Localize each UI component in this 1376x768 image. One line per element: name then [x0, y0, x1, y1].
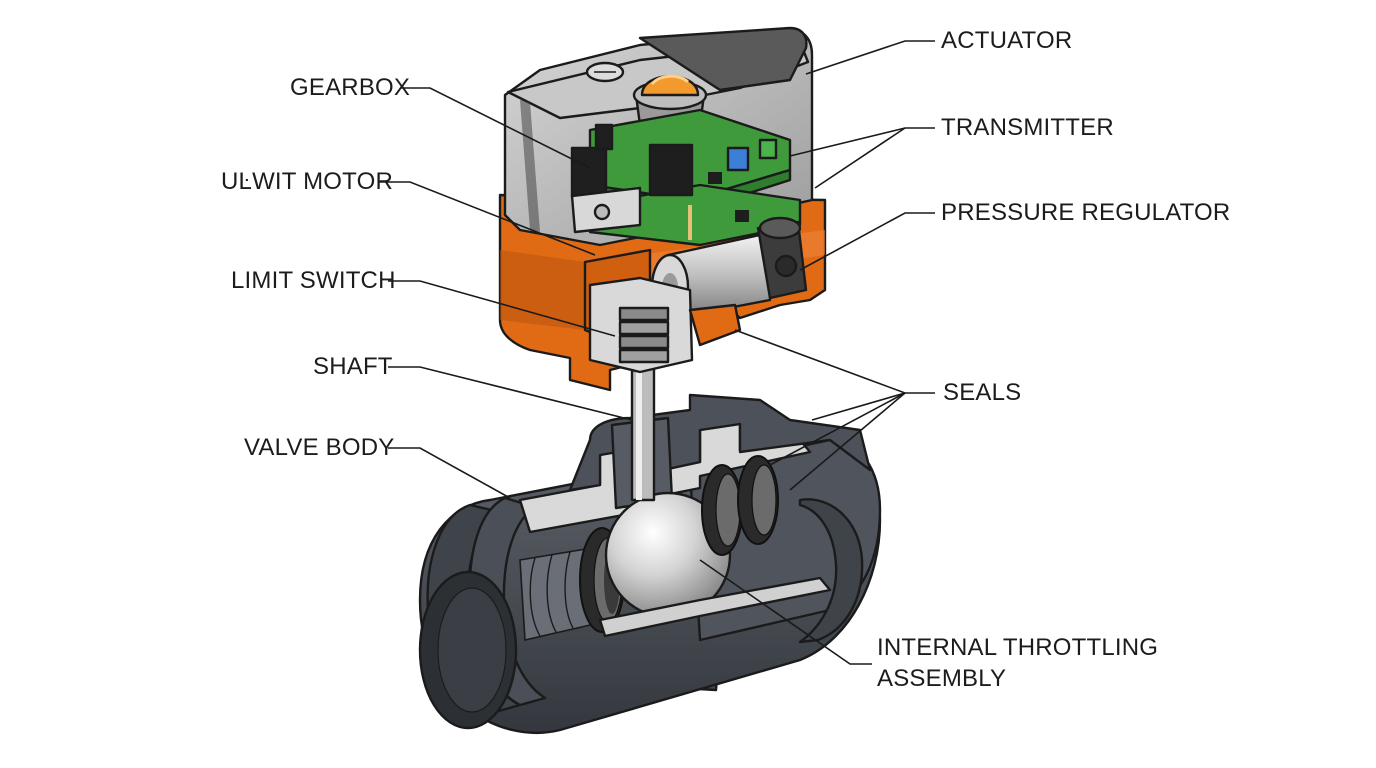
label-limit-switch: LIMIT SWITCH [231, 266, 396, 296]
label-unit-motor: UĿWIT MOTOR [221, 167, 393, 197]
label-actuator: ACTUATOR [941, 26, 1072, 56]
actuator [500, 28, 825, 390]
label-gearbox: GEARBOX [290, 73, 410, 103]
actuator-leader [806, 41, 935, 74]
label-throttling-line2: ASSEMBLY [877, 664, 1006, 694]
label-shaft: SHAFT [313, 352, 393, 382]
label-seals: SEALS [943, 378, 1021, 408]
seals-leader [735, 330, 935, 393]
label-transmitter: TRANSMITTER [941, 113, 1114, 143]
label-throttling-line1: INTERNAL THROTTLING [877, 633, 1158, 663]
label-valve-body: VALVE BODY [244, 433, 395, 463]
label-pressure-regulator: PRESSURE REGULATOR [941, 198, 1230, 228]
valve-body-leader [388, 448, 510, 498]
